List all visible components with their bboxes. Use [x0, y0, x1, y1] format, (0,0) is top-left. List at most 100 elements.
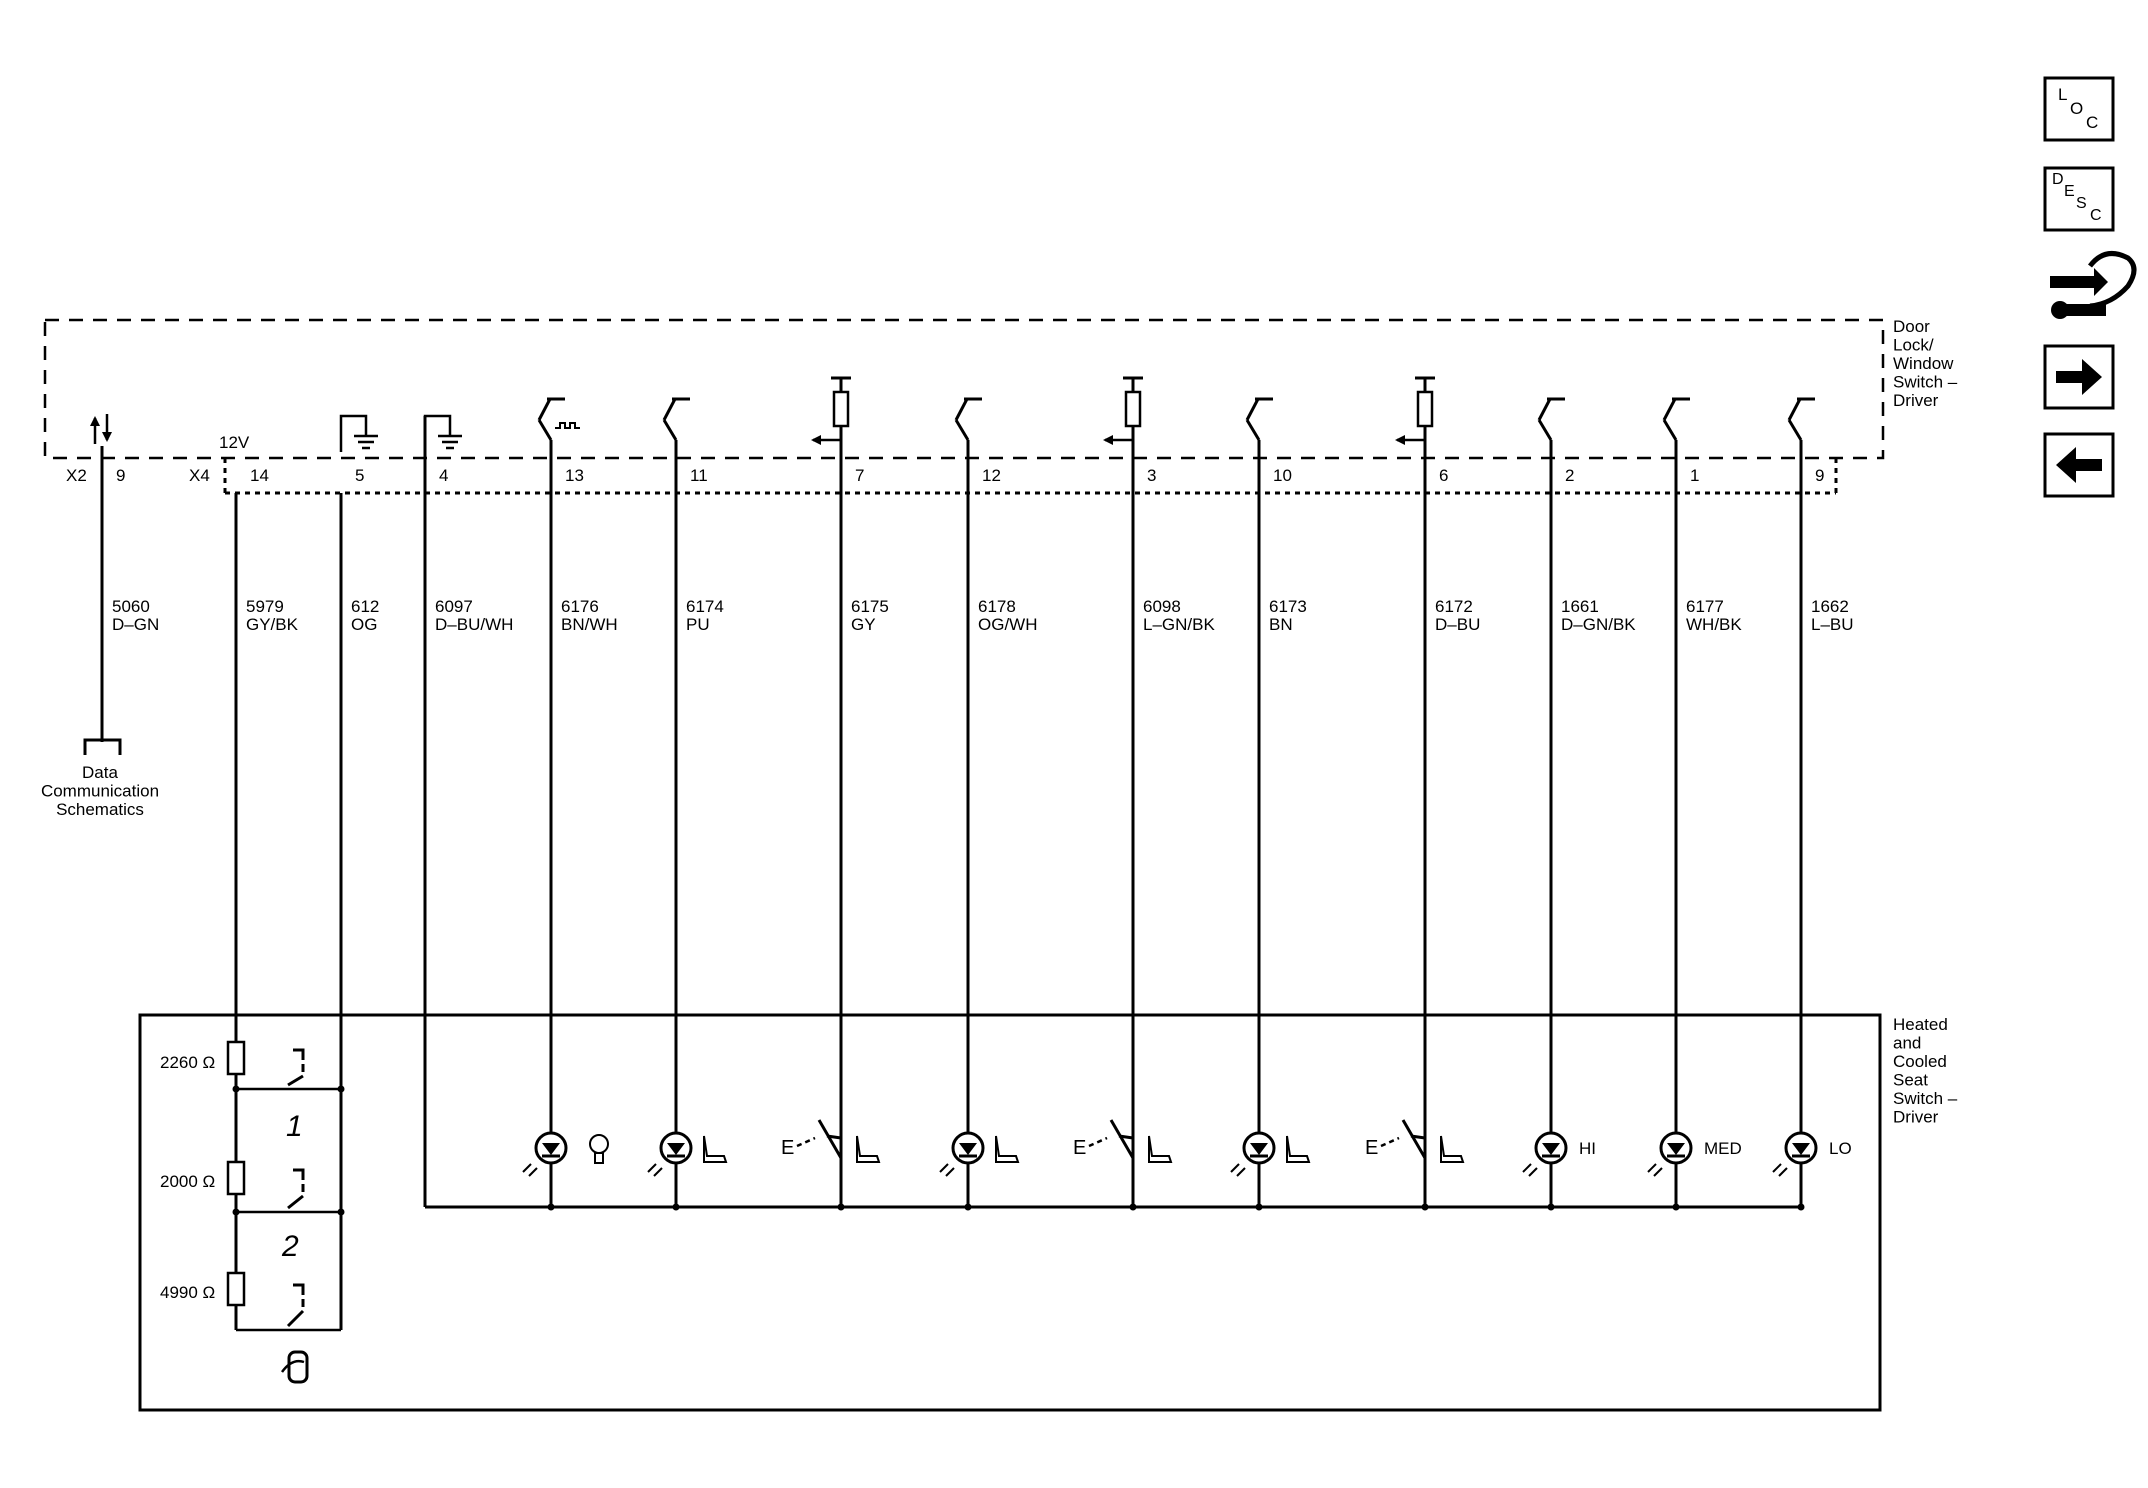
switch-contact: [1245, 398, 1260, 421]
led-icon: [1646, 1131, 1693, 1178]
wire-color: D–BU: [1435, 615, 1480, 634]
heated-cooled-seat-switch-box: [138, 1013, 1882, 1412]
internal-switch-symbols: [537, 376, 1815, 445]
pin-number: 13: [565, 466, 584, 485]
led-icon: [1521, 1131, 1568, 1178]
svg-text:C: C: [2090, 207, 2102, 224]
component-name-line: Switch –: [1893, 373, 1958, 392]
wire-color: GY/BK: [246, 615, 299, 634]
pin-number: 9: [1815, 466, 1824, 485]
offpage-label-line: Data: [82, 763, 118, 782]
wire-color: OG/WH: [978, 615, 1038, 634]
ground-icon: [339, 414, 378, 452]
pin-number: 10: [1273, 466, 1292, 485]
pullup-resistor: [1416, 390, 1434, 428]
arrow-left-icon[interactable]: [2043, 432, 2115, 498]
switch-contact: [537, 398, 552, 421]
location-button[interactable]: L O C: [2043, 76, 2115, 142]
pin-number: 7: [855, 466, 864, 485]
led-label-hi: HI: [1579, 1139, 1596, 1158]
wire-color: BN: [1269, 615, 1293, 634]
position-mark: 2: [281, 1230, 299, 1263]
switch-prefix: E: [1073, 1137, 1086, 1159]
seat-icon: [1440, 1135, 1464, 1163]
seat-icon: [1148, 1135, 1172, 1163]
circuit-number: 6172: [1435, 597, 1473, 616]
connector-x2-label: X2: [66, 466, 87, 485]
circuit-number: 6178: [978, 597, 1016, 616]
circuit-number: 6173: [1269, 597, 1307, 616]
switch-contact: [1787, 398, 1802, 421]
component-name-line: Seat: [1893, 1071, 1928, 1090]
resistor-label: 2000 Ω: [160, 1172, 215, 1191]
wire-color: D–GN/BK: [1561, 615, 1636, 634]
switch-contact: [1662, 419, 1678, 441]
switch-contact: [1401, 1119, 1427, 1159]
position-switches: [286, 1048, 305, 1328]
circuit-number: 6175: [851, 597, 889, 616]
pin-number: 14: [250, 466, 269, 485]
svg-text:S: S: [2076, 195, 2087, 212]
pullup-resistor: [1124, 390, 1142, 428]
circuit-number: 1662: [1811, 597, 1849, 616]
pullup-resistor: [832, 390, 850, 428]
switch-contact: [293, 1168, 305, 1180]
switch-prefix: E: [1365, 1137, 1378, 1159]
pin-number: 5: [355, 466, 364, 485]
pin-number: 9: [116, 466, 125, 485]
circuit-number: 6098: [1143, 597, 1181, 616]
wire-color: D–GN: [112, 615, 159, 634]
actuator-link: [796, 1136, 816, 1148]
svg-text:O: O: [2070, 99, 2083, 118]
description-button[interactable]: D E S C: [2043, 166, 2115, 232]
led-label-med: MED: [1704, 1139, 1742, 1158]
circuit-number: 1661: [1561, 597, 1599, 616]
offpage-label-line: Schematics: [56, 800, 144, 819]
component-name-line: Window: [1893, 354, 1954, 373]
led-icon: [646, 1131, 693, 1178]
circuit-number: 6176: [561, 597, 599, 616]
pin-number: 2: [1565, 466, 1574, 485]
wire-color: L–BU: [1811, 615, 1854, 634]
seat-icon: [1286, 1135, 1310, 1163]
svg-text:L: L: [2058, 85, 2067, 104]
switch-contact: [1787, 419, 1803, 441]
wire-color: BN/WH: [561, 615, 618, 634]
switch-contact: [662, 398, 677, 421]
circuit-number: 612: [351, 597, 379, 616]
ground-icon: [423, 414, 462, 452]
switch-contact: [1662, 398, 1677, 421]
component-name-line: Heated: [1893, 1015, 1948, 1034]
component-name-line: Cooled: [1893, 1052, 1947, 1071]
pin-number: 11: [690, 466, 708, 485]
supply-voltage-label: 12V: [219, 433, 250, 452]
actuator-link: [1380, 1136, 1400, 1148]
door-lock-window-switch-box: [43, 318, 1885, 460]
led-icon: [938, 1131, 985, 1178]
switch-contact: [1537, 398, 1552, 421]
lamp-icon: [594, 1152, 604, 1164]
serial-data-icon: [90, 414, 112, 444]
arrow-right-icon[interactable]: [2043, 344, 2115, 410]
svg-text:C: C: [2086, 113, 2098, 132]
switch-prefix: E: [781, 1137, 794, 1159]
pin-number: 6: [1439, 466, 1448, 485]
seat-icon: [856, 1135, 880, 1163]
wire-color: OG: [351, 615, 377, 634]
pin-number: 3: [1147, 466, 1156, 485]
key-icon: [280, 1350, 309, 1384]
pwm-icon: [555, 422, 580, 429]
svg-text:D: D: [2052, 171, 2064, 188]
connector-end-view-icon[interactable]: [2050, 251, 2137, 320]
wire-color: GY: [851, 615, 876, 634]
pin-number: 1: [1690, 466, 1699, 485]
circuit-number: 6174: [686, 597, 724, 616]
led-icon: [521, 1131, 568, 1178]
switch-contact: [662, 419, 678, 441]
switch-contact: [954, 398, 969, 421]
